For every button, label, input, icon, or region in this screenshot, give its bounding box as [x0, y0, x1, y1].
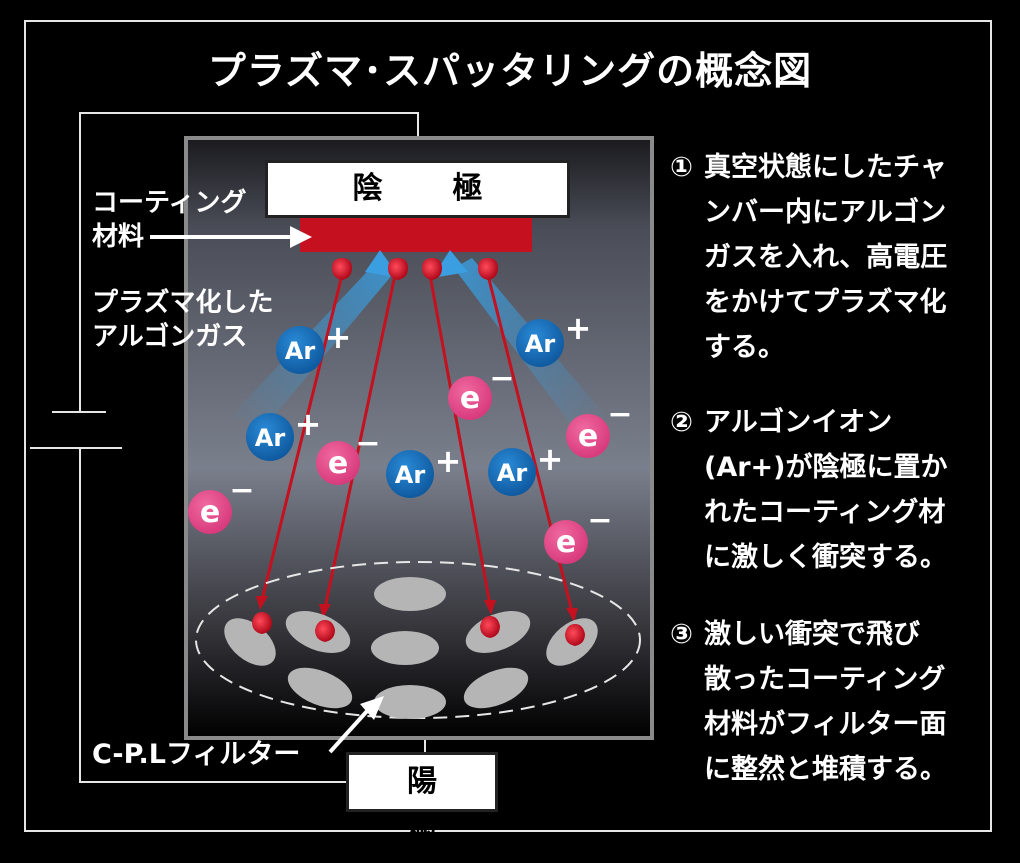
svg-text:Ar: Ar	[395, 461, 426, 489]
plasma-argon-label: プラズマ化した アルゴンガス	[92, 288, 274, 352]
step-number: ②	[670, 407, 693, 438]
outer-frame	[24, 20, 992, 832]
step-text: 真空状態にしたチャ ンバー内にアルゴン ガスを入れ、高電圧 をかけてプラズマ化 …	[704, 152, 948, 363]
circuit-wires	[30, 112, 426, 783]
electron: e −	[544, 503, 613, 564]
svg-text:e: e	[328, 446, 348, 481]
electron: e −	[448, 361, 515, 420]
svg-text:+: +	[565, 309, 592, 347]
svg-text:Ar: Ar	[255, 424, 286, 452]
svg-text:−: −	[229, 473, 254, 508]
svg-text:+: +	[537, 440, 564, 478]
page-title: プラズマ･スパッタリングの概念図	[207, 49, 813, 93]
electrons: e − e − e − e − e −	[188, 361, 633, 564]
svg-text:−: −	[587, 503, 612, 538]
svg-text:−: −	[489, 361, 514, 396]
step-number: ③	[670, 619, 693, 650]
ar-ion: Ar +	[516, 309, 591, 367]
label-arrows	[150, 226, 384, 754]
svg-text:−: −	[355, 426, 380, 461]
deposited-droplets	[252, 612, 585, 646]
ar-ion: Ar +	[246, 405, 321, 461]
cathode-label: 陰 極	[265, 160, 570, 218]
svg-text:e: e	[460, 381, 480, 416]
svg-text:e: e	[578, 419, 598, 454]
deposited-particles	[224, 577, 598, 719]
ar-ion: Ar +	[488, 440, 563, 496]
coating-target	[300, 216, 532, 252]
step-text: 激しい衝突で飛び 散ったコーティング 材料がフィルター面 に整然と堆積する。	[704, 619, 947, 785]
svg-text:Ar: Ar	[497, 459, 528, 487]
svg-text:Ar: Ar	[285, 337, 316, 365]
svg-text:e: e	[200, 495, 220, 530]
target-droplets	[332, 258, 498, 280]
ar-ion: Ar +	[276, 318, 351, 374]
electron: e −	[188, 473, 255, 534]
coating-material-label: コーティング 材料	[92, 188, 247, 252]
electron: e −	[316, 426, 381, 485]
svg-text:+: +	[435, 442, 462, 480]
svg-text:−: −	[607, 397, 632, 432]
svg-text:e: e	[556, 525, 576, 560]
argon-ions: Ar + Ar + Ar + Ar + Ar +	[246, 309, 591, 498]
ar-ion: Ar +	[386, 442, 461, 498]
svg-text:+: +	[325, 318, 352, 356]
svg-text:Ar: Ar	[525, 330, 556, 358]
step-text: アルゴンイオン (Ar+)が陰極に置か れたコーティング材 に激しく衝突する。	[704, 407, 948, 573]
svg-text:+: +	[295, 405, 322, 443]
step-number: ①	[670, 152, 693, 183]
filter-label: C-P.Lフィルター	[92, 739, 301, 770]
electron: e −	[566, 397, 633, 458]
anode-label: 陽 極	[346, 752, 498, 853]
